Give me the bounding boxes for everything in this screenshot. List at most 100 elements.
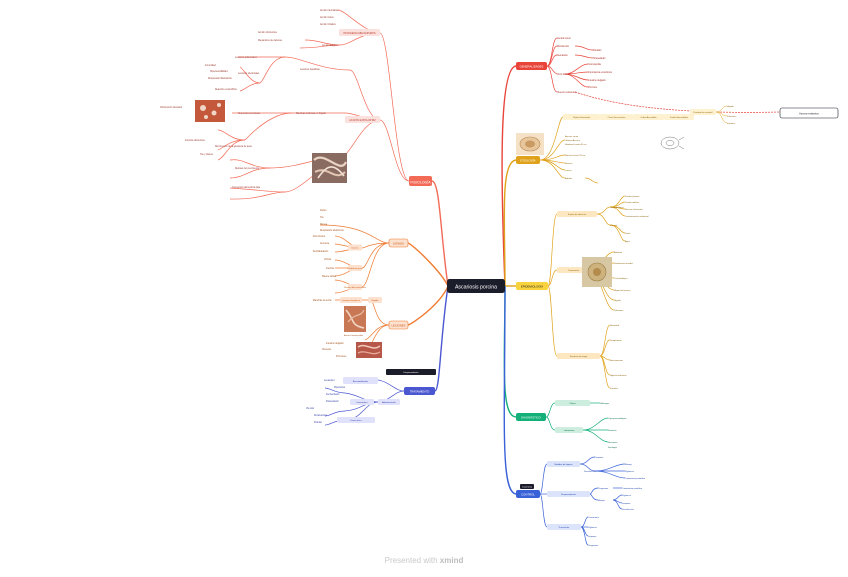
generalidades-callout-label: Huevos resistentes: [799, 112, 819, 115]
fisiologia-node[interactable]: [409, 176, 432, 186]
etiologia-sub-box-3[interactable]: [633, 114, 664, 120]
signos-leaf: Anorexia: [320, 242, 330, 245]
generalidades-leaf: Nematodo: [557, 54, 568, 57]
tratamiento-sub-box[interactable]: [343, 377, 378, 384]
epidemiologia-leaf: Pulmones: [614, 310, 623, 312]
epidemiologia-node[interactable]: [516, 282, 548, 290]
signos-sub-box-3-label: Retraso del crecimiento: [344, 286, 367, 289]
connector-fisiologia: [431, 180, 449, 287]
tratamiento-sub-box-label: Benzimidazoles: [353, 381, 369, 383]
signos-nodes: SIGNOS Diarrea Pérdida de peso Retraso d…: [313, 209, 409, 290]
generalidades-leaf: Distribución: [557, 45, 570, 48]
fisiologia-leaf: Acción alérgica: [322, 44, 338, 47]
epidemiologia-leaf: Vía oral: [610, 224, 618, 227]
epidemiologia-leaf: Migración larvaria: [614, 289, 631, 292]
lesiones-photo-caption: Ascaris lumbricoides: [344, 334, 363, 337]
generalidades-node[interactable]: [516, 62, 547, 70]
diagnostico-leaf: Flotación: [608, 429, 617, 432]
presented-with-footer: Presented with xmind: [0, 556, 848, 565]
epidemiologia-sub-fuente[interactable]: [557, 211, 597, 217]
diagnostico-subtree: [545, 402, 609, 443]
diagnostico-sub-laboratorio-label: Laboratorio: [564, 429, 575, 432]
generalidades-leaf-list: Ascaris suum Distribución Parásito Nemat…: [557, 37, 612, 94]
signos-leaf: Deshidratación: [313, 250, 329, 253]
lesiones-sub-box[interactable]: [368, 297, 382, 303]
lesiones-label: LESIONES: [392, 323, 406, 327]
signos-node[interactable]: [388, 238, 409, 248]
epidemiologia-leaf: Contaminación ambiental: [625, 215, 649, 218]
tratamiento-label: TRATAMIENTO: [410, 389, 430, 393]
control-tag[interactable]: [520, 484, 534, 489]
generalidades-leaf: Intestino delgado: [588, 79, 606, 82]
fisiologia-photo-liver: [195, 100, 225, 122]
lesiones-photo-worms: [344, 306, 366, 332]
epidemiologia-sub-riesgo[interactable]: [557, 353, 600, 359]
lesiones-node[interactable]: [388, 320, 409, 330]
diagnostico-sub-clinico[interactable]: [555, 400, 590, 406]
etiologia-sub-box-4[interactable]: [664, 114, 694, 120]
fisiologia-leaf: Acción traumática: [320, 9, 339, 12]
fisiologia-sub-expoliatriz[interactable]: [345, 116, 380, 123]
connector-control: [503, 285, 517, 495]
fisiologia-leaf: Hipersensibilidad: [210, 70, 228, 73]
lesiones-leaf-list: Intestino delgado Vísceras Pulmones: [322, 342, 347, 358]
control-leaf: Limpieza: [622, 503, 631, 505]
fisiologia-leaf: Ictericia obstructiva: [185, 139, 205, 142]
fisiologia-leaf: Acción obstructiva: [258, 31, 277, 34]
control-sub-desparasitacion[interactable]: [547, 491, 590, 497]
diagnostico-leaf: Necropsia: [608, 441, 618, 444]
tratamiento-tag[interactable]: [386, 369, 436, 375]
signos-leaf: Muerte súbita: [322, 275, 337, 278]
etiologia-sub-box-label: Phylum Nematoda: [573, 116, 591, 119]
generalidades-callout-node[interactable]: [690, 109, 716, 115]
etiologia-sub-box-2[interactable]: [600, 114, 633, 120]
fisiologia-sub-patogenia[interactable]: [339, 29, 380, 36]
control-sub-higiene[interactable]: [547, 461, 580, 467]
lesiones-sub-box-2[interactable]: [340, 297, 362, 303]
tratamiento-sub-box-2[interactable]: [378, 399, 400, 405]
signos-sub-box-2[interactable]: [348, 265, 362, 271]
epidemiologia-leaf: Intestino: [610, 387, 619, 390]
control-node[interactable]: [516, 490, 540, 498]
fisiologia-leaf: Disminución de la ganancia de peso: [215, 146, 253, 148]
control-tag-label: Cuarentena: [522, 485, 533, 488]
epidemiologia-sub-transmision[interactable]: [557, 267, 590, 273]
main-connectors: [407, 65, 517, 495]
signos-leaf: Ictericia: [326, 267, 335, 270]
control-sub-prevencion[interactable]: [547, 524, 581, 530]
generalidades-callout[interactable]: [779, 107, 839, 119]
etiologia-sub-box[interactable]: [563, 114, 600, 120]
lesiones-leaf: Vísceras: [322, 348, 332, 351]
tratamiento-leaf: Pirantel: [314, 421, 322, 424]
signos-leaf-list: Fiebre Tos Disnea Respiración abdominal …: [313, 209, 344, 278]
diagnostico-sub-laboratorio[interactable]: [555, 427, 583, 433]
control-leaf: Vigilancia: [625, 471, 635, 473]
generalidades-leaf: Ciclo directo: [557, 73, 570, 76]
tratamiento-sub-box-3[interactable]: [350, 399, 374, 405]
tratamiento-tag-label: Desparasitación: [404, 371, 420, 374]
control-leaf: Limpieza: [595, 457, 604, 459]
etiologia-nodes: ETIOLOGÍA Phylum Nematoda Clase Secernen…: [516, 114, 694, 180]
signos-sub-box-3[interactable]: [348, 284, 362, 290]
diagnostico-node[interactable]: [516, 413, 546, 421]
generalidades-leaf: Porcinos: [588, 86, 598, 89]
control-leaf: Desinfección: [622, 509, 635, 511]
fisiologia-sub-patogenia-label: PATOGENIA-MECANISMOS: [343, 32, 375, 35]
generalidades-leaf: Parásito: [593, 49, 602, 52]
tratamiento-sub-box-4[interactable]: [337, 417, 375, 423]
central-topic[interactable]: Ascariosis porcina: [447, 279, 505, 293]
epidemiologia-leaf: Huevos infectantes: [625, 208, 643, 211]
epidemiologia-sub-transmision-label: Transmisión: [568, 269, 580, 272]
fisiologia-leaf: Inmunidad: [205, 65, 216, 67]
tratamiento-node[interactable]: [404, 387, 435, 395]
etiologia-node[interactable]: [516, 156, 540, 164]
tratamiento-leaf: Fenbendazol: [326, 394, 340, 396]
etiologia-leaf: Ascaris suum: [565, 135, 578, 138]
tratamiento-leaf: Flubendazol: [326, 401, 339, 403]
signos-sub-box[interactable]: [348, 244, 362, 251]
signos-sub-box-label: Diarrea: [352, 247, 360, 250]
control-leaf: Limpieza: [588, 536, 597, 538]
tratamiento-sub-box-4-label: Dosis única: [351, 420, 363, 422]
generalidades-label: GENERALIDADES: [520, 64, 544, 68]
